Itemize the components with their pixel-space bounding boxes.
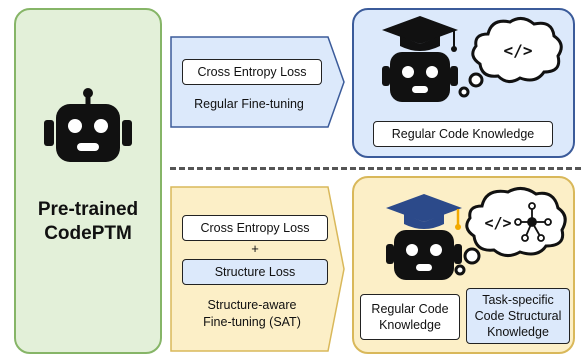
- pretrained-codeptm-title: Pre-trained CodePTM: [14, 198, 162, 246]
- cross-entropy-loss-box-bottom: Cross Entropy Loss: [182, 215, 328, 241]
- sat-caption: Structure-aware Fine-tuning (SAT): [170, 297, 334, 331]
- cross-entropy-loss-box-top: Cross Entropy Loss: [182, 59, 322, 85]
- sat-caption-line-1: Structure-aware: [207, 298, 297, 312]
- graduation-cap-icon: [386, 194, 462, 230]
- task-specific-line-2: Code Structural: [474, 309, 562, 323]
- structure-loss-box: Structure Loss: [182, 259, 328, 285]
- plus-sign: +: [251, 241, 259, 256]
- regular-code-knowledge-box-bottom: Regular Code Knowledge: [360, 294, 460, 340]
- regular-finetuning-caption: Regular Fine-tuning: [194, 97, 304, 111]
- task-specific-structural-knowledge-box: Task-specific Code Structural Knowledge: [466, 288, 570, 344]
- robot-icon: [44, 88, 132, 162]
- code-icon: </>: [504, 41, 533, 60]
- thought-bubble-icon: </>: [458, 17, 563, 98]
- thought-bubble-graph-icon: </>: [454, 187, 567, 276]
- title-line-2: CodePTM: [44, 223, 132, 244]
- regular-code-line-1: Regular Code: [371, 302, 449, 316]
- graph-node-icon: [514, 202, 552, 242]
- task-specific-line-1: Task-specific: [482, 293, 554, 307]
- graduation-cap-icon: [382, 16, 458, 52]
- regular-code-knowledge-box: Regular Code Knowledge: [373, 121, 553, 147]
- code-icon: </>: [484, 214, 511, 232]
- robot-with-cap-icon-bottom: [386, 194, 462, 280]
- robot-with-cap-icon: [382, 16, 458, 102]
- sat-caption-line-2: Fine-tuning (SAT): [203, 315, 301, 329]
- task-specific-line-3: Knowledge: [487, 325, 549, 339]
- regular-code-line-2: Knowledge: [379, 318, 441, 332]
- pretrained-codeptm-panel: [14, 8, 162, 354]
- dashed-divider: [170, 167, 581, 170]
- title-line-1: Pre-trained: [37, 199, 139, 220]
